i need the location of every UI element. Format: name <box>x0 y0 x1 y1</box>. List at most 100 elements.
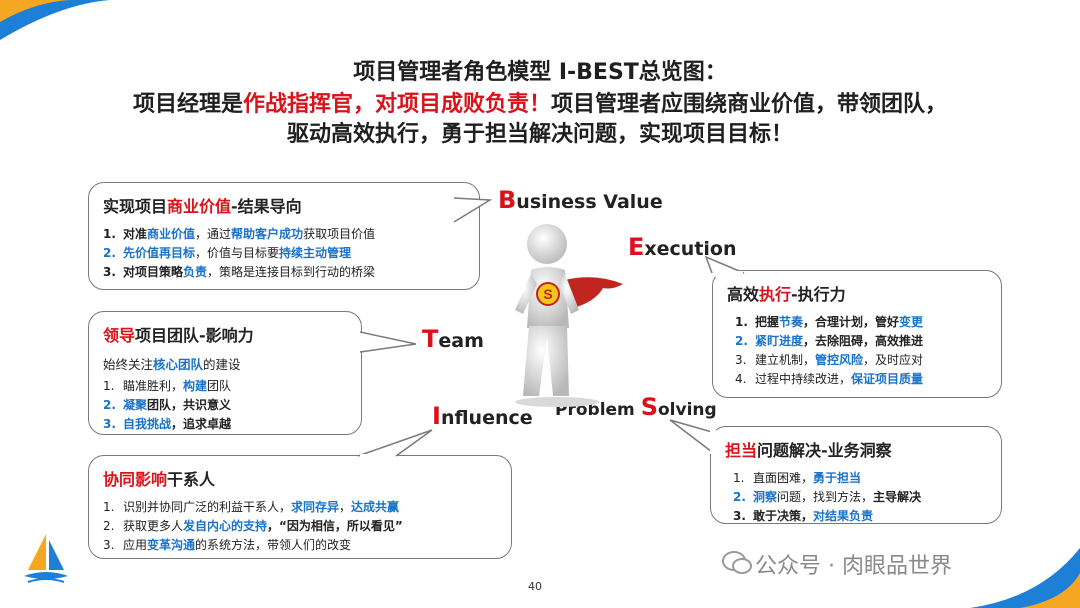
item-text: ，追求卓越 <box>171 417 232 431</box>
item-highlight: 变革沟通 <box>147 538 196 552</box>
page-subtitle-line-2: 驱动高效执行，勇于担当解决问题，实现项目目标！ <box>286 122 793 147</box>
heading-text: 实现项目 <box>103 197 168 216</box>
bubble-tail <box>669 419 716 454</box>
item-highlight: 持续主动管理 <box>279 246 352 260</box>
problem-solving-box: 担当问题解决-业务洞察 1.直面困难，勇于担当 2.洞察问题，找到方法，主导解决… <box>710 426 1002 524</box>
item-text: 直面困难， <box>753 471 814 485</box>
item-number: 2. <box>103 398 116 412</box>
list-item: 3.对项目策略负责，策略是连接目标到行动的桥梁 <box>103 263 465 282</box>
subtitle-highlight: 作战指挥官，对项目成败负责！ <box>242 92 551 117</box>
team-list: 1.瞄准胜利，构建团队 2.凝聚团队，共识意义 3.自我挑战，追求卓越 <box>103 377 347 434</box>
item-number: 1. <box>103 500 115 514</box>
label-initial: B <box>498 186 517 214</box>
list-item: 4. 过程中持续改进，保证项目质量 <box>735 370 987 389</box>
list-item: 2.洞察问题，找到方法，主导解决 <box>733 488 987 507</box>
item-text: 建立机制， <box>755 353 816 367</box>
svg-text:S: S <box>543 286 552 302</box>
item-number: 2. <box>103 246 116 260</box>
item-text: ，及时应对 <box>863 353 924 367</box>
team-heading: 领导项目团队-影响力 <box>103 322 347 346</box>
item-text: ，通过 <box>195 227 232 241</box>
item-number: 3. <box>103 265 116 279</box>
heading-highlight: 领导 <box>103 326 136 345</box>
item-highlight: 勇于担当 <box>813 471 862 485</box>
label-text: eam <box>438 330 484 352</box>
list-item: 1.把握节奏，合理计划，管好变更 <box>735 313 987 332</box>
label-initial: E <box>628 233 645 261</box>
item-highlight: 构建 <box>183 379 208 393</box>
intro-text: 始终关注 <box>103 357 154 372</box>
list-item: 2.凝聚团队，共识意义 <box>103 396 347 415</box>
influence-box: 协同影响干系人 1.识别并协同广泛的利益干系人，求同存异，达成共赢 2.获取更多… <box>88 455 512 559</box>
item-text: ， <box>801 509 814 523</box>
corner-decoration-bottom-right <box>970 548 1080 608</box>
item-highlight: 负责 <box>183 265 208 279</box>
item-highlight: 自我挑战 <box>123 417 172 431</box>
item-highlight: 商业价值 <box>147 227 196 241</box>
item-number: 3. <box>735 353 747 367</box>
item-highlight: 紧盯进度 <box>755 334 804 348</box>
business-value-heading: 实现项目商业价值-结果导向 <box>103 193 465 217</box>
item-highlight: 保证项目质量 <box>851 372 924 386</box>
execution-box: 高效执行-执行力 1.把握节奏，合理计划，管好变更 2.紧盯进度，去除阻碍，高效… <box>712 270 1002 398</box>
item-text: ，合理计划，管好 <box>803 315 900 329</box>
label-initial: S <box>640 393 658 421</box>
heading-highlight: 协同影响 <box>103 470 168 489</box>
wechat-icon <box>722 551 752 574</box>
bubble-tail <box>357 429 433 458</box>
list-item: 2.紧盯进度，去除阻碍，高效推进 <box>735 332 987 351</box>
item-number: 2. <box>735 334 748 348</box>
sailboat-logo-icon <box>24 534 68 583</box>
item-number: 2. <box>103 519 115 533</box>
item-bold: 主导解决 <box>873 490 922 504</box>
subtitle-text: 项目经理是 <box>132 92 243 117</box>
execution-list: 1.把握节奏，合理计划，管好变更 2.紧盯进度，去除阻碍，高效推进 3.建立机制… <box>727 313 987 389</box>
list-item: 1.识别并协同广泛的利益干系人，求同存异，达成共赢 <box>103 498 497 517</box>
business-value-box: 实现项目商业价值-结果导向 1.对准商业价值，通过帮助客户成功获取项目价值 2.… <box>88 182 480 290</box>
item-text: ， <box>339 500 352 514</box>
label-initial: T <box>422 325 439 353</box>
label-text: xecution <box>644 238 737 260</box>
corner-decoration-top-left <box>0 0 110 40</box>
item-text: 过程中持续改进， <box>755 372 852 386</box>
label-text: usiness V <box>516 191 617 213</box>
item-text: ，“因为相信，所以看见” <box>267 519 403 533</box>
intro-text: 的建设 <box>203 357 241 372</box>
problem-solving-list: 1.直面困难，勇于担当 2.洞察问题，找到方法，主导解决 3.敢于决策，对结果负… <box>725 469 987 526</box>
item-number: 4. <box>735 372 747 386</box>
item-bold: 敢于决策 <box>753 509 802 523</box>
item-text: ，价值与目标要 <box>195 246 280 260</box>
item-text: 的系统方法，带领人们的改变 <box>195 538 352 552</box>
influence-list: 1.识别并协同广泛的利益干系人，求同存异，达成共赢 2.获取更多人发自内心的支持… <box>103 498 497 555</box>
heading-text: 高效 <box>727 285 760 304</box>
item-highlight: 发自内心的支持 <box>183 519 268 533</box>
item-text: 应用 <box>123 538 148 552</box>
heading-highlight: 担当 <box>725 441 758 460</box>
heading-text: 项目团队-影响力 <box>135 326 254 345</box>
item-number: 2. <box>733 490 746 504</box>
page-title: 项目管理者角色模型 I-BEST总览图： <box>353 60 727 85</box>
list-item: 1.瞄准胜利，构建团队 <box>103 377 347 396</box>
item-text: 团队 <box>207 379 232 393</box>
label-text: nfluence <box>440 407 533 429</box>
list-item: 2.先价值再目标，价值与目标要持续主动管理 <box>103 244 465 263</box>
label-text: alue <box>616 191 663 213</box>
item-highlight: 凝聚 <box>123 398 148 412</box>
item-highlight: 对结果负责 <box>813 509 874 523</box>
superhero-figure: S <box>515 224 623 407</box>
page-number: 40 <box>528 580 542 593</box>
item-highlight: 变更 <box>899 315 924 329</box>
item-highlight: 帮助客户成功 <box>231 227 304 241</box>
item-number: 1. <box>735 315 748 329</box>
item-highlight: 达成共赢 <box>351 500 400 514</box>
list-item: 1. 直面困难，勇于担当 <box>733 469 987 488</box>
heading-highlight: 商业价值 <box>167 197 232 216</box>
label-influence: Influence <box>432 402 533 430</box>
business-value-list: 1.对准商业价值，通过帮助客户成功获取项目价值 2.先价值再目标，价值与目标要持… <box>103 225 465 282</box>
heading-highlight: 执行 <box>759 285 792 304</box>
item-number: 3. <box>103 538 115 552</box>
item-highlight: 管控风险 <box>815 353 864 367</box>
bubble-tail <box>452 197 492 223</box>
item-number: 1. <box>733 471 745 485</box>
item-highlight: 洞察 <box>753 490 778 504</box>
